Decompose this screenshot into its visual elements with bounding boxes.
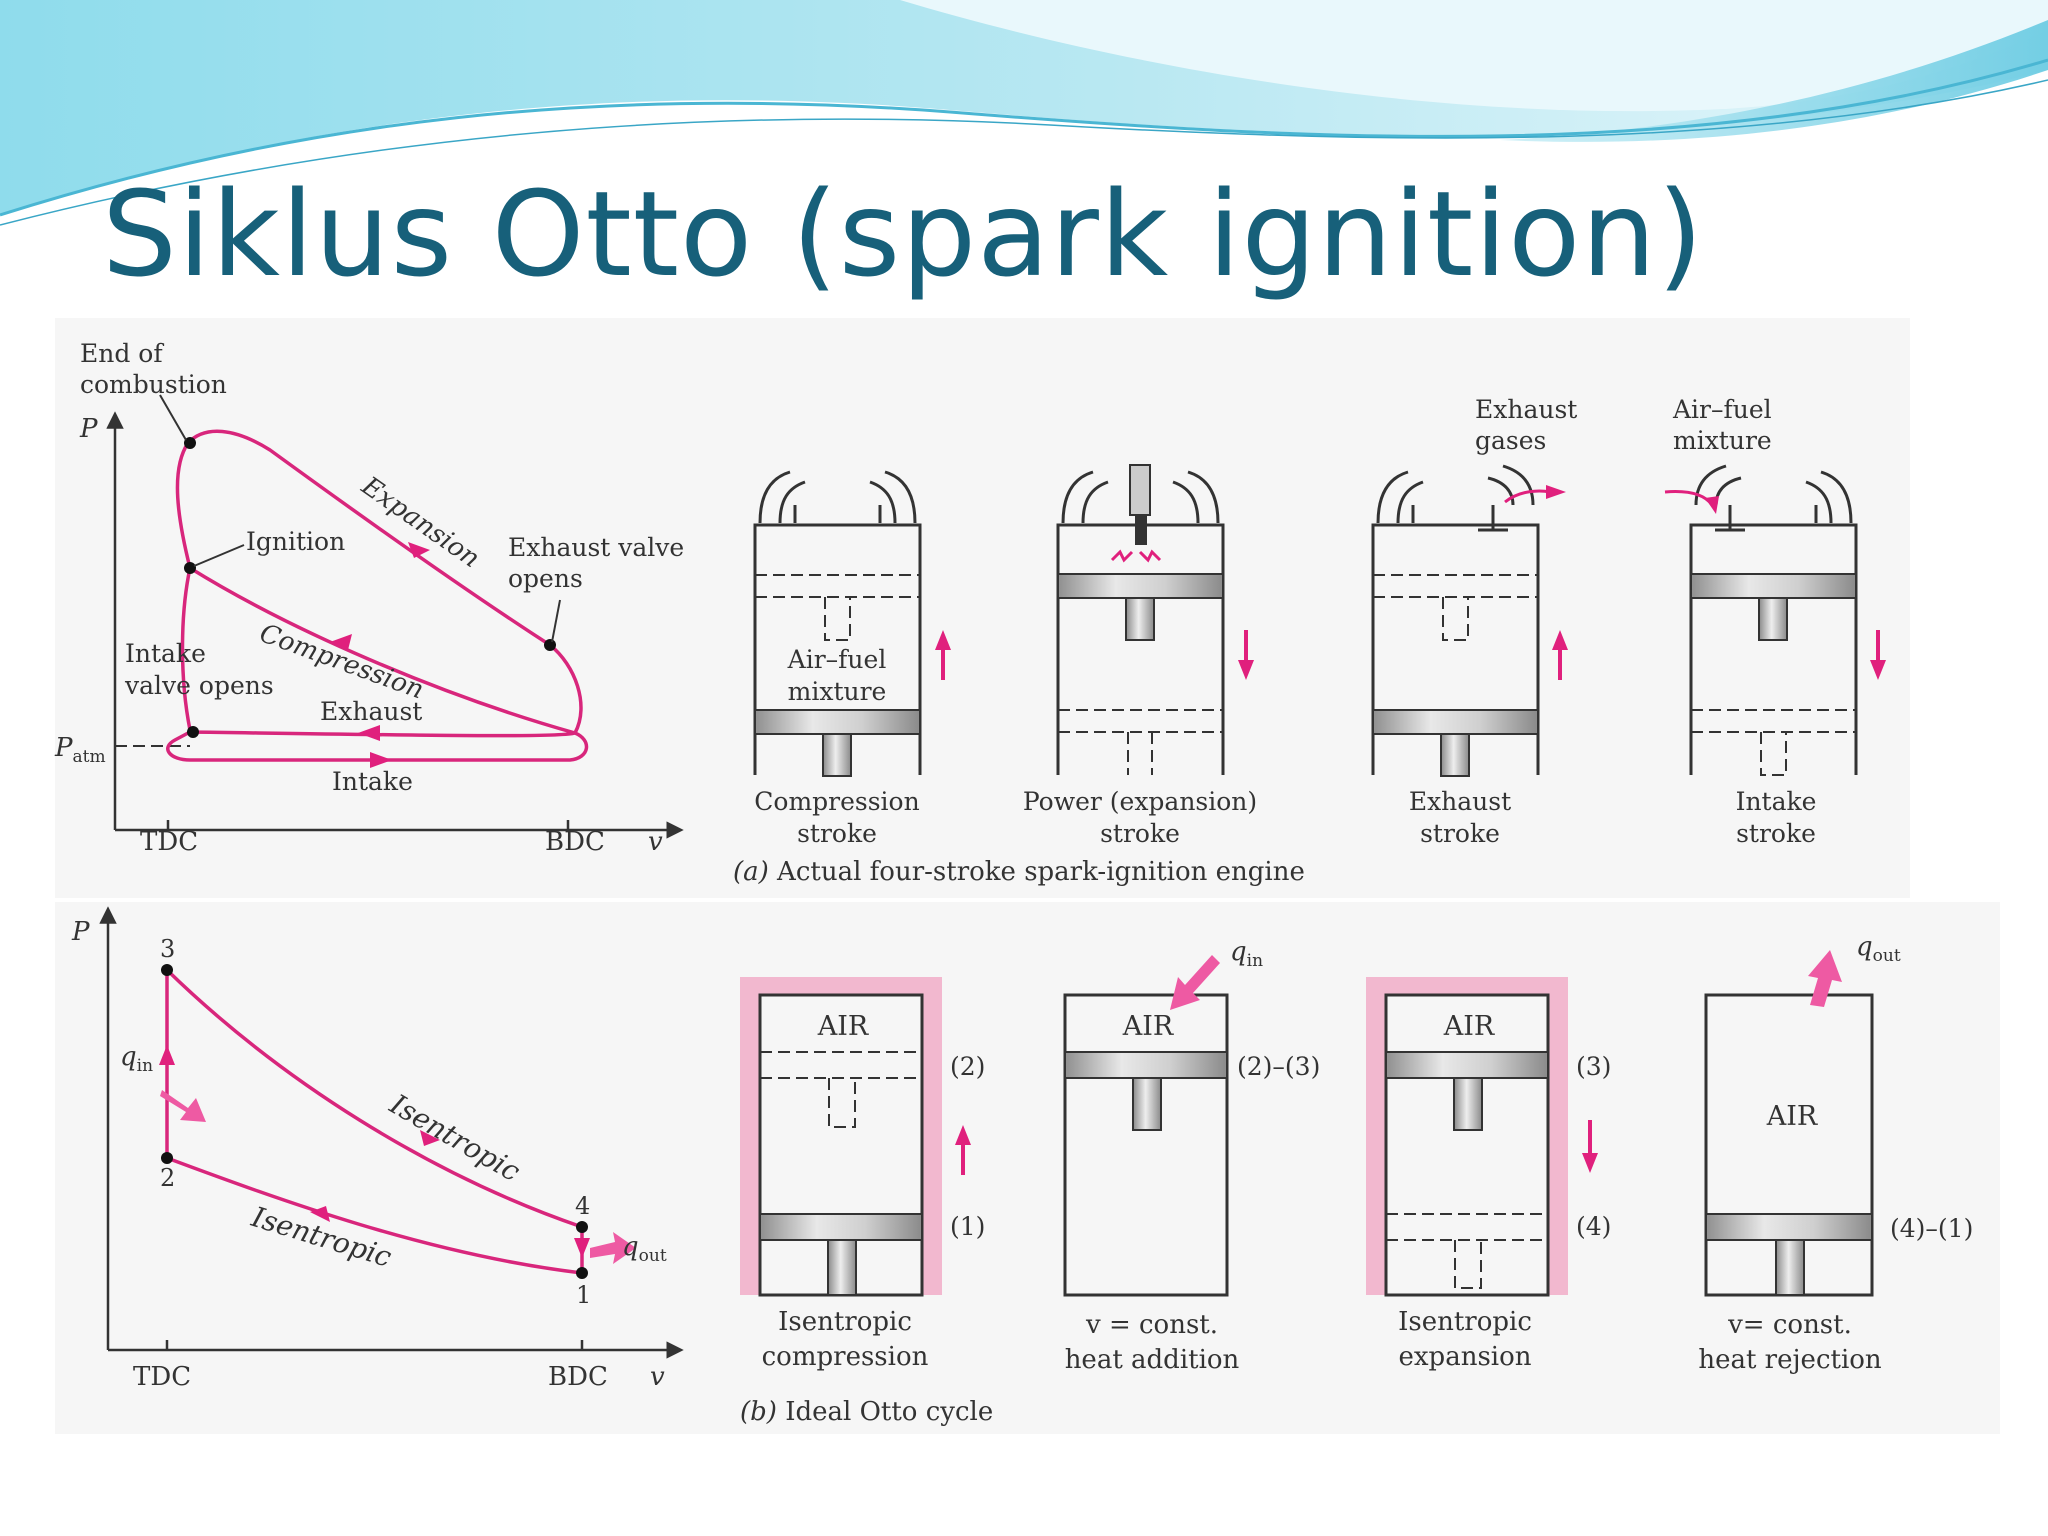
actual-x-axis-label: v — [648, 827, 663, 857]
isentropic-compression-curve — [166, 1156, 583, 1275]
ignition-point — [184, 562, 196, 574]
c1-label-bottom: (1) — [950, 1212, 985, 1241]
ideal-cycle-panel — [55, 902, 2000, 1434]
spark-plug-icon — [1129, 464, 1151, 516]
ideal-pv-diagram: P v TDC BDC 3 2 4 1 qin qout Isentropic … — [71, 906, 684, 1392]
wave-banner — [0, 0, 2048, 226]
c4-q-out-arrow — [1808, 950, 1842, 1007]
ideal-cycle-caption: (b) Ideal Otto cycle — [740, 1397, 993, 1427]
q-out-label: qout — [622, 1232, 667, 1266]
point-3-label: 3 — [160, 935, 175, 963]
c2-label: (2)–(3) — [1237, 1052, 1320, 1081]
patm-label: Patm — [54, 733, 106, 767]
intake-curve — [166, 730, 589, 762]
c2-caption: v = const.heat addition — [1065, 1310, 1240, 1375]
intake-arrow — [370, 752, 392, 768]
c1-label-top: (2) — [950, 1052, 985, 1081]
c3-label-bottom: (4) — [1576, 1212, 1611, 1241]
point-4-label: 4 — [575, 1192, 590, 1220]
actual-engine-panel — [55, 318, 1910, 898]
c1-air-label: AIR — [817, 1011, 869, 1042]
ideal-tdc-label: TDC — [133, 1362, 191, 1392]
c4-caption: v= const.heat rejection — [1698, 1310, 1882, 1375]
c4-label: (4)–(1) — [1890, 1214, 1973, 1243]
power-stroke-caption: Power (expansion)stroke — [1023, 787, 1257, 848]
actual-tdc-label: TDC — [140, 827, 198, 857]
exhaust-valve-point — [544, 639, 556, 651]
compression-arrow — [330, 634, 352, 650]
c4-air-label: AIR — [1766, 1101, 1818, 1132]
c3-air-label: AIR — [1443, 1011, 1495, 1042]
heat-addition-cylinder: AIR (2)–(3) qin v = const.heat addition — [1063, 937, 1320, 1375]
q-in-arrow — [160, 1090, 206, 1122]
ideal-y-axis-label: P — [71, 917, 90, 947]
exhaust-stroke-label: Exhaust — [320, 697, 422, 726]
actual-engine-caption: (a) Actual four-stroke spark-ignition en… — [733, 857, 1305, 887]
c2-q-label: qin — [1230, 937, 1263, 971]
compression-label: Compression — [256, 618, 428, 705]
q-out-arrow — [590, 1232, 636, 1264]
intake-stroke-label: Intake — [332, 767, 413, 796]
heat-rejection-cylinder: AIR (4)–(1) qout v= const.heat rejection — [1698, 932, 1973, 1375]
isentropic-expansion-curve — [165, 968, 583, 1229]
c3-label-top: (3) — [1576, 1052, 1611, 1081]
ideal-bdc-label: BDC — [548, 1362, 608, 1392]
power-stroke-cylinder: Power (expansion)stroke — [1023, 464, 1257, 848]
point-1-label: 1 — [576, 1281, 591, 1309]
expansion-arrow — [408, 542, 430, 558]
spark-icon — [1110, 549, 1162, 563]
q-in-label: qin — [120, 1042, 153, 1076]
c2-q-in-arrow — [1170, 955, 1220, 1010]
point-2-label: 2 — [160, 1164, 175, 1192]
actual-y-axis-label: P — [79, 414, 98, 444]
slide-title: Siklus Otto (spark ignition) — [102, 165, 1705, 303]
exhaust-curve — [189, 643, 583, 738]
ideal-x-axis-label: v — [650, 1362, 665, 1392]
c4-q-label: qout — [1856, 932, 1901, 966]
end-combustion-point — [184, 437, 196, 449]
ignition-label: Ignition — [246, 527, 345, 556]
compression-curve — [189, 566, 576, 735]
actual-bdc-label: BDC — [545, 827, 605, 857]
c2-air-label: AIR — [1122, 1011, 1174, 1042]
exhaust-arrow — [358, 725, 380, 741]
intake-valve-point — [187, 726, 199, 738]
